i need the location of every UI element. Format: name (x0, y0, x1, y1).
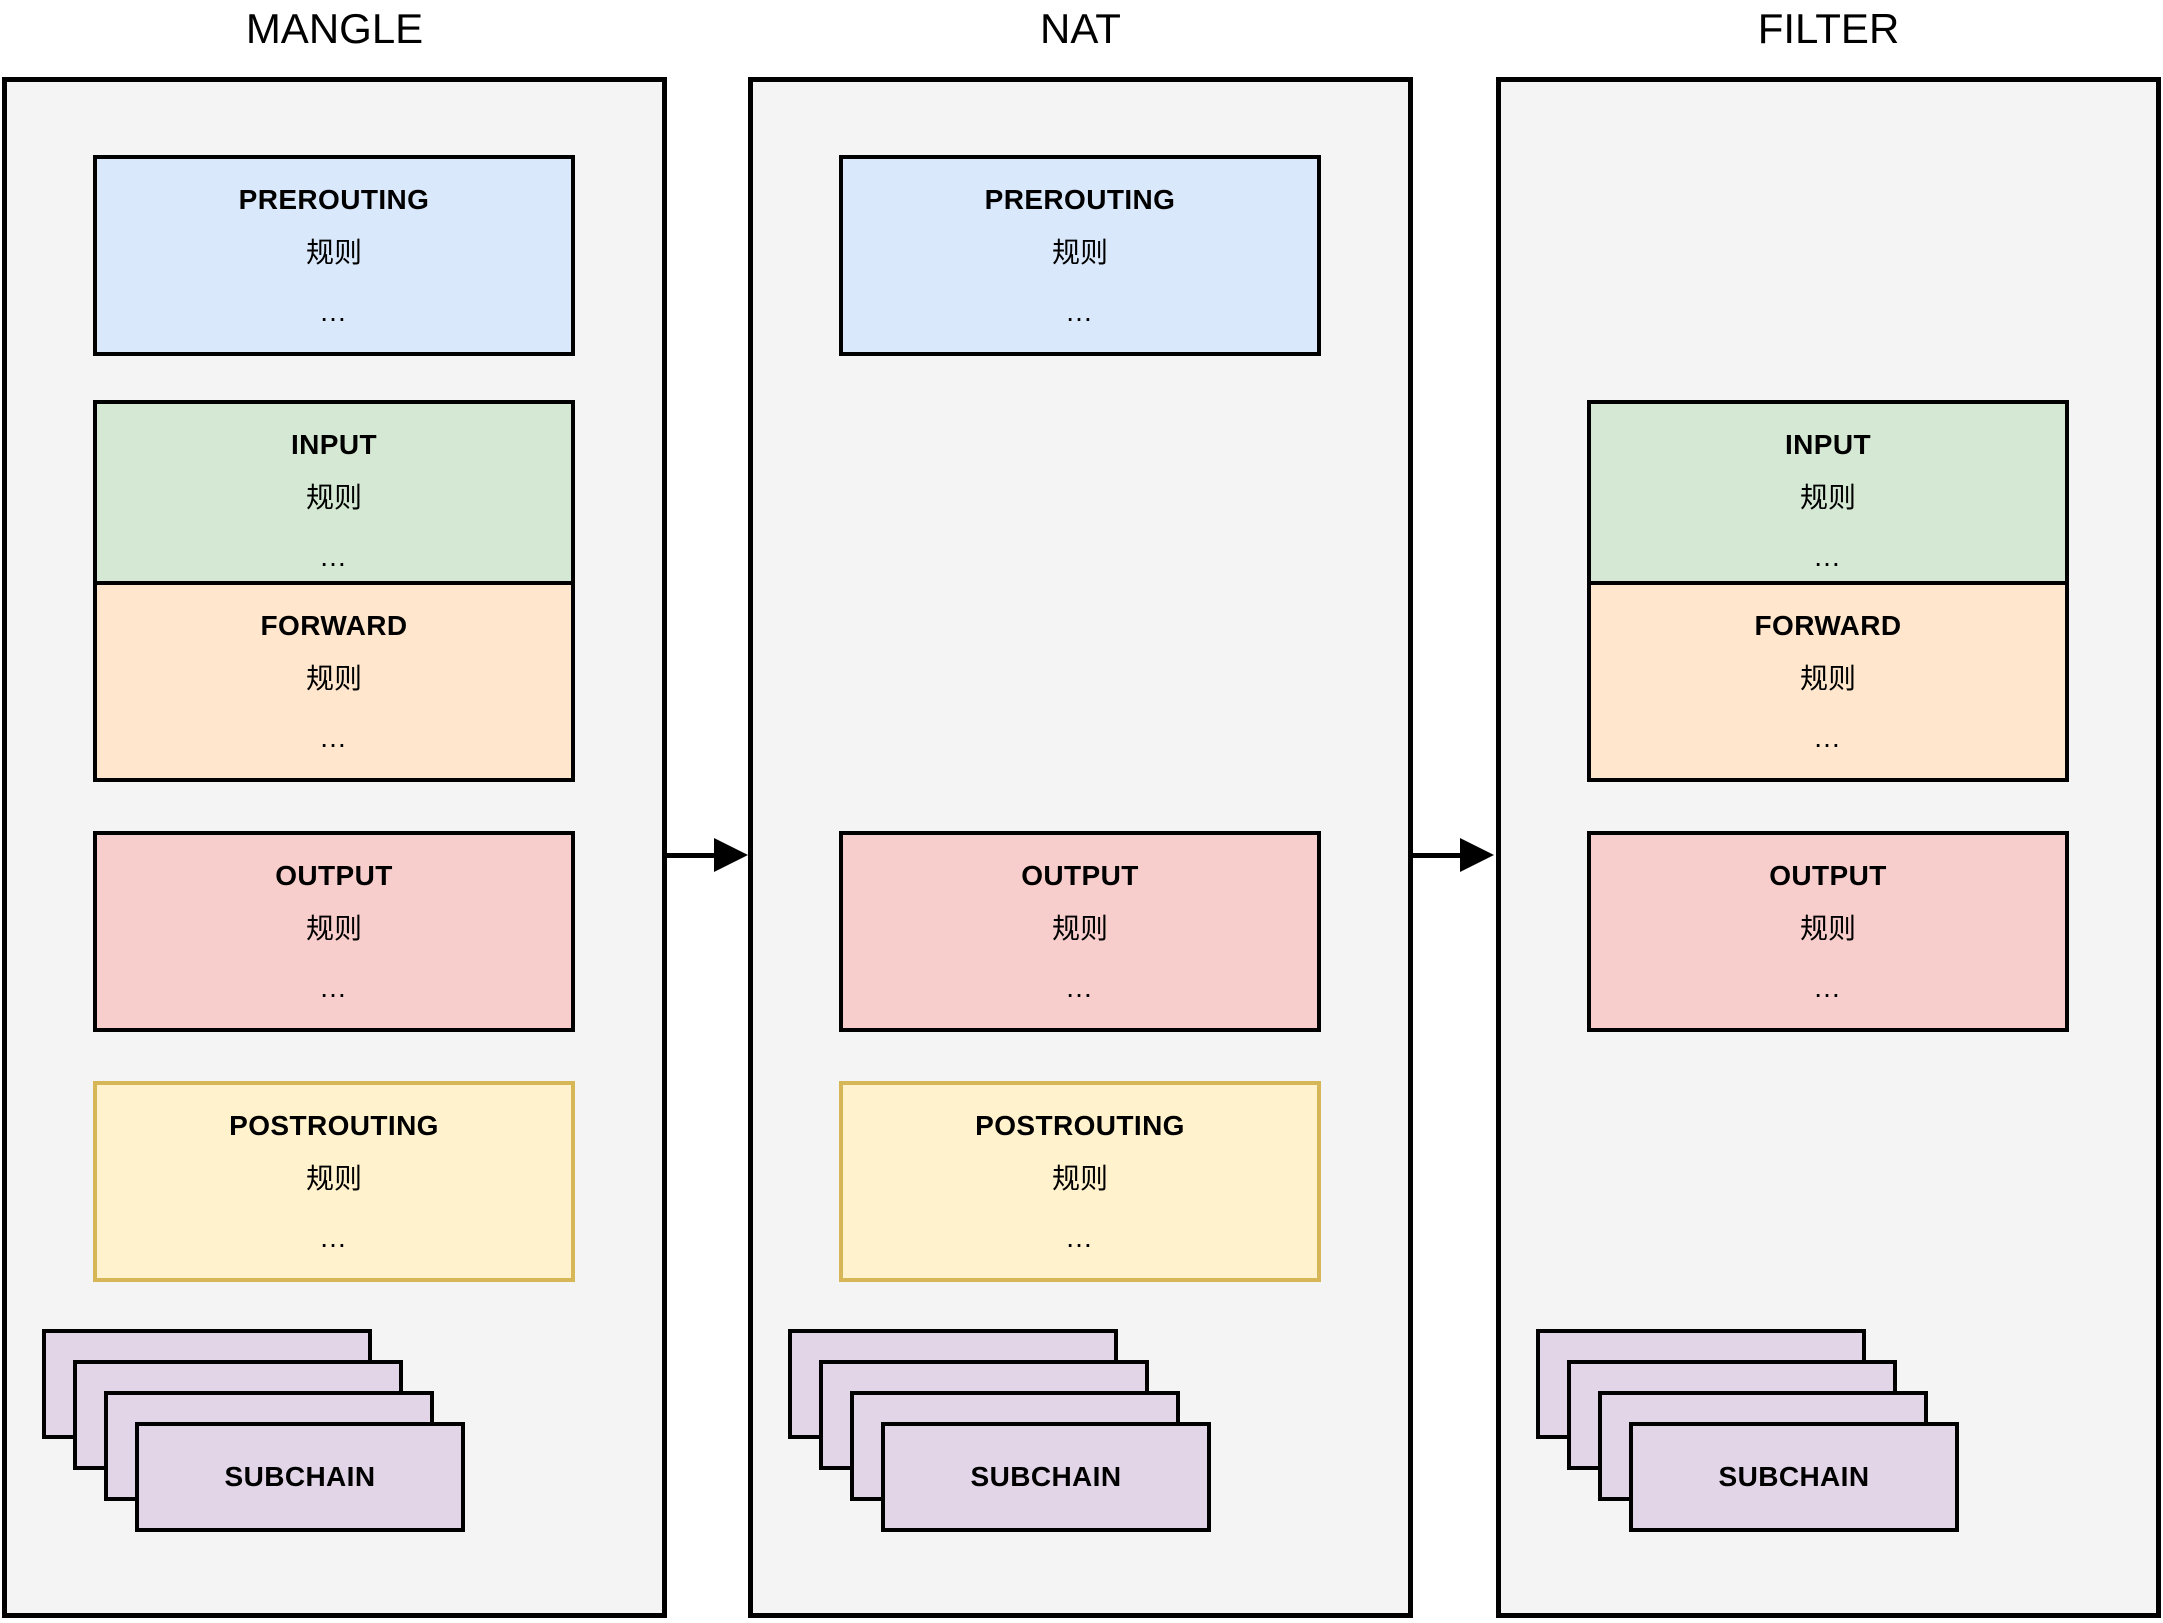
arrow-head-icon (1460, 838, 1494, 872)
chain-box-nat-prerouting[interactable]: PREROUTING 规则 … (839, 155, 1321, 356)
subchain-card-front[interactable]: SUBCHAIN (881, 1422, 1211, 1532)
chain-rule: 规则 (1051, 912, 1108, 944)
chain-name: OUTPUT (275, 860, 393, 891)
chain-rule: 规则 (1799, 912, 1856, 944)
chain-name: INPUT (291, 429, 377, 460)
subchain-label: SUBCHAIN (970, 1460, 1122, 1492)
chain-box-filter-output[interactable]: OUTPUT 规则 … (1587, 831, 2069, 1032)
subchain-stack-mangle[interactable]: SUBCHAIN (42, 1329, 465, 1561)
chain-box-mangle-forward[interactable]: FORWARD 规则 … (93, 581, 575, 782)
chain-ellipsis: … (1065, 971, 1095, 1003)
arrow-head-icon (714, 838, 748, 872)
chain-ellipsis: … (1065, 1221, 1095, 1253)
table-title-mangle: MANGLE (245, 5, 424, 52)
chain-name: PREROUTING (238, 184, 430, 215)
chain-rule: 规则 (305, 481, 362, 513)
chain-name: INPUT (1785, 429, 1871, 460)
chain-rule: 规则 (305, 1162, 362, 1194)
chain-box-mangle-postrouting[interactable]: POSTROUTING 规则 … (93, 1081, 575, 1282)
chain-rule: 规则 (305, 912, 362, 944)
arrow-shaft (1413, 853, 1463, 858)
subchain-stack-filter[interactable]: SUBCHAIN (1536, 1329, 1959, 1561)
chain-ellipsis: … (319, 540, 349, 572)
subchain-card-front[interactable]: SUBCHAIN (135, 1422, 465, 1532)
chain-ellipsis: … (319, 971, 349, 1003)
chain-ellipsis: … (319, 1221, 349, 1253)
chain-rule: 规则 (305, 662, 362, 694)
chain-box-filter-forward[interactable]: FORWARD 规则 … (1587, 581, 2069, 782)
chain-name: FORWARD (1754, 610, 1902, 641)
chain-ellipsis: … (319, 721, 349, 753)
chain-name: FORWARD (260, 610, 408, 641)
chain-ellipsis: … (319, 295, 349, 327)
subchain-label: SUBCHAIN (1718, 1460, 1870, 1492)
chain-box-nat-output[interactable]: OUTPUT 规则 … (839, 831, 1321, 1032)
subchain-label: SUBCHAIN (224, 1460, 376, 1492)
chain-box-filter-input[interactable]: INPUT 规则 … (1587, 400, 2069, 601)
arrow-shaft (667, 853, 717, 858)
chain-rule: 规则 (1799, 662, 1856, 694)
chain-rule: 规则 (1051, 1162, 1108, 1194)
chain-box-mangle-output[interactable]: OUTPUT 规则 … (93, 831, 575, 1032)
chain-ellipsis: … (1065, 295, 1095, 327)
chain-box-nat-postrouting[interactable]: POSTROUTING 规则 … (839, 1081, 1321, 1282)
table-panel-mangle: PREROUTING 规则 … INPUT 规则 … FORWARD 规则 … … (2, 77, 667, 1618)
chain-rule: 规则 (1799, 481, 1856, 513)
chain-box-mangle-prerouting[interactable]: PREROUTING 规则 … (93, 155, 575, 356)
chain-box-mangle-input[interactable]: INPUT 规则 … (93, 400, 575, 601)
chain-name: POSTROUTING (975, 1110, 1185, 1141)
table-panel-filter: INPUT 规则 … FORWARD 规则 … OUTPUT 规则 … SUBC… (1496, 77, 2161, 1618)
chain-ellipsis: … (1813, 721, 1843, 753)
chain-rule: 规则 (1051, 236, 1108, 268)
chain-name: OUTPUT (1769, 860, 1887, 891)
table-panel-nat: PREROUTING 规则 … OUTPUT 规则 … POSTROUTING … (748, 77, 1413, 1618)
subchain-card-front[interactable]: SUBCHAIN (1629, 1422, 1959, 1532)
table-title-nat: NAT (1040, 5, 1121, 52)
chain-name: POSTROUTING (229, 1110, 439, 1141)
table-title-filter: FILTER (1757, 5, 1900, 52)
chain-ellipsis: … (1813, 540, 1843, 572)
chain-name: PREROUTING (984, 184, 1176, 215)
chain-name: OUTPUT (1021, 860, 1139, 891)
chain-rule: 规则 (305, 236, 362, 268)
subchain-stack-nat[interactable]: SUBCHAIN (788, 1329, 1211, 1561)
chain-ellipsis: … (1813, 971, 1843, 1003)
